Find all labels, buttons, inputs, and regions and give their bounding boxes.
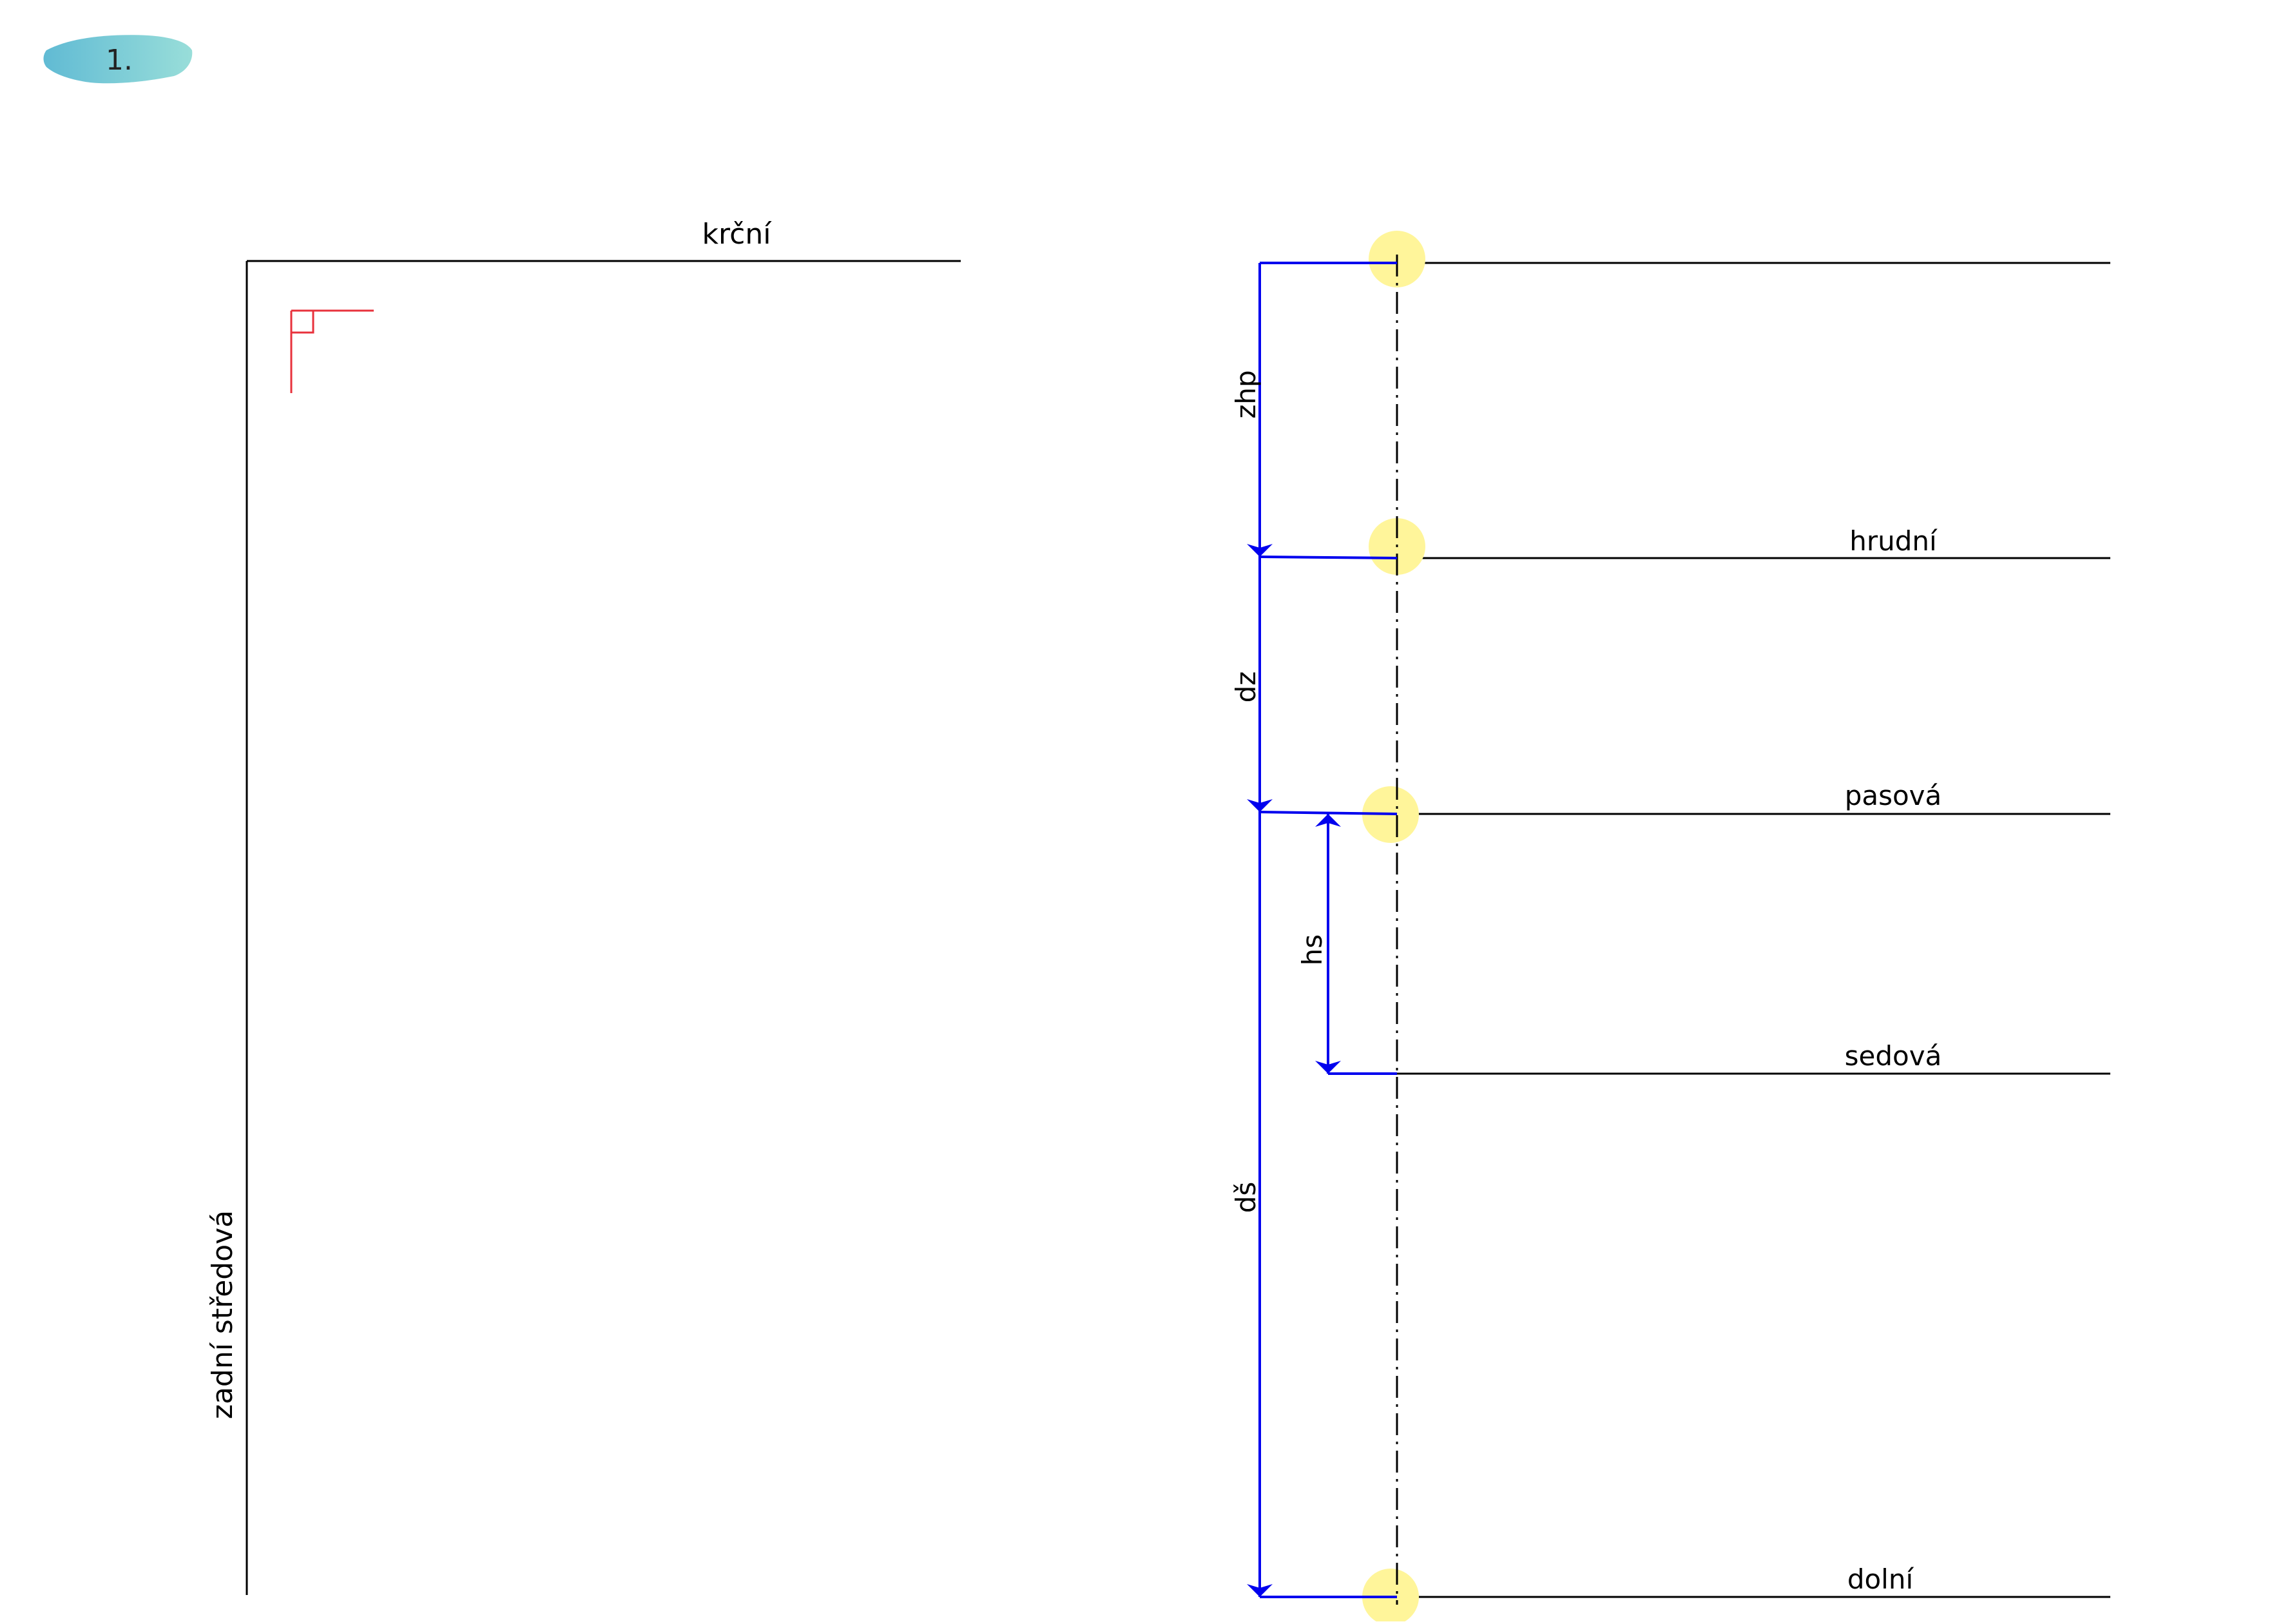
hs-label: hs xyxy=(1296,934,1328,966)
step-number: 1. xyxy=(106,44,133,77)
ds-label: dš xyxy=(1230,1182,1262,1213)
waist-extension-line xyxy=(1259,811,1398,815)
intersection-markers xyxy=(1362,231,1425,1624)
dimension-lines xyxy=(1247,262,1398,1598)
neck-line-label: krční xyxy=(702,218,773,251)
hip-level-label: sedová xyxy=(1845,1040,1942,1072)
center-back-label: zadní středová xyxy=(206,1210,239,1419)
marker-bottom xyxy=(1362,1569,1419,1624)
left-back-block: krční zadní středová xyxy=(206,218,961,1595)
bottom-level-label: dolní xyxy=(1847,1563,1914,1595)
right-angle-mark xyxy=(290,309,374,393)
zhp-label: zhp xyxy=(1230,370,1262,418)
dz-label: dz xyxy=(1230,672,1262,703)
step-badge: 1. xyxy=(43,35,193,84)
chest-level-label: hrudní xyxy=(1849,525,1938,557)
right-levels: hrudní pasová sedová dolní xyxy=(1394,262,2110,1598)
dimension-labels: zhp dz hs dš xyxy=(1230,370,1328,1213)
chest-extension-line xyxy=(1259,556,1398,559)
waist-level-label: pasová xyxy=(1845,780,1942,811)
step-badge-brush-stroke xyxy=(43,35,193,84)
